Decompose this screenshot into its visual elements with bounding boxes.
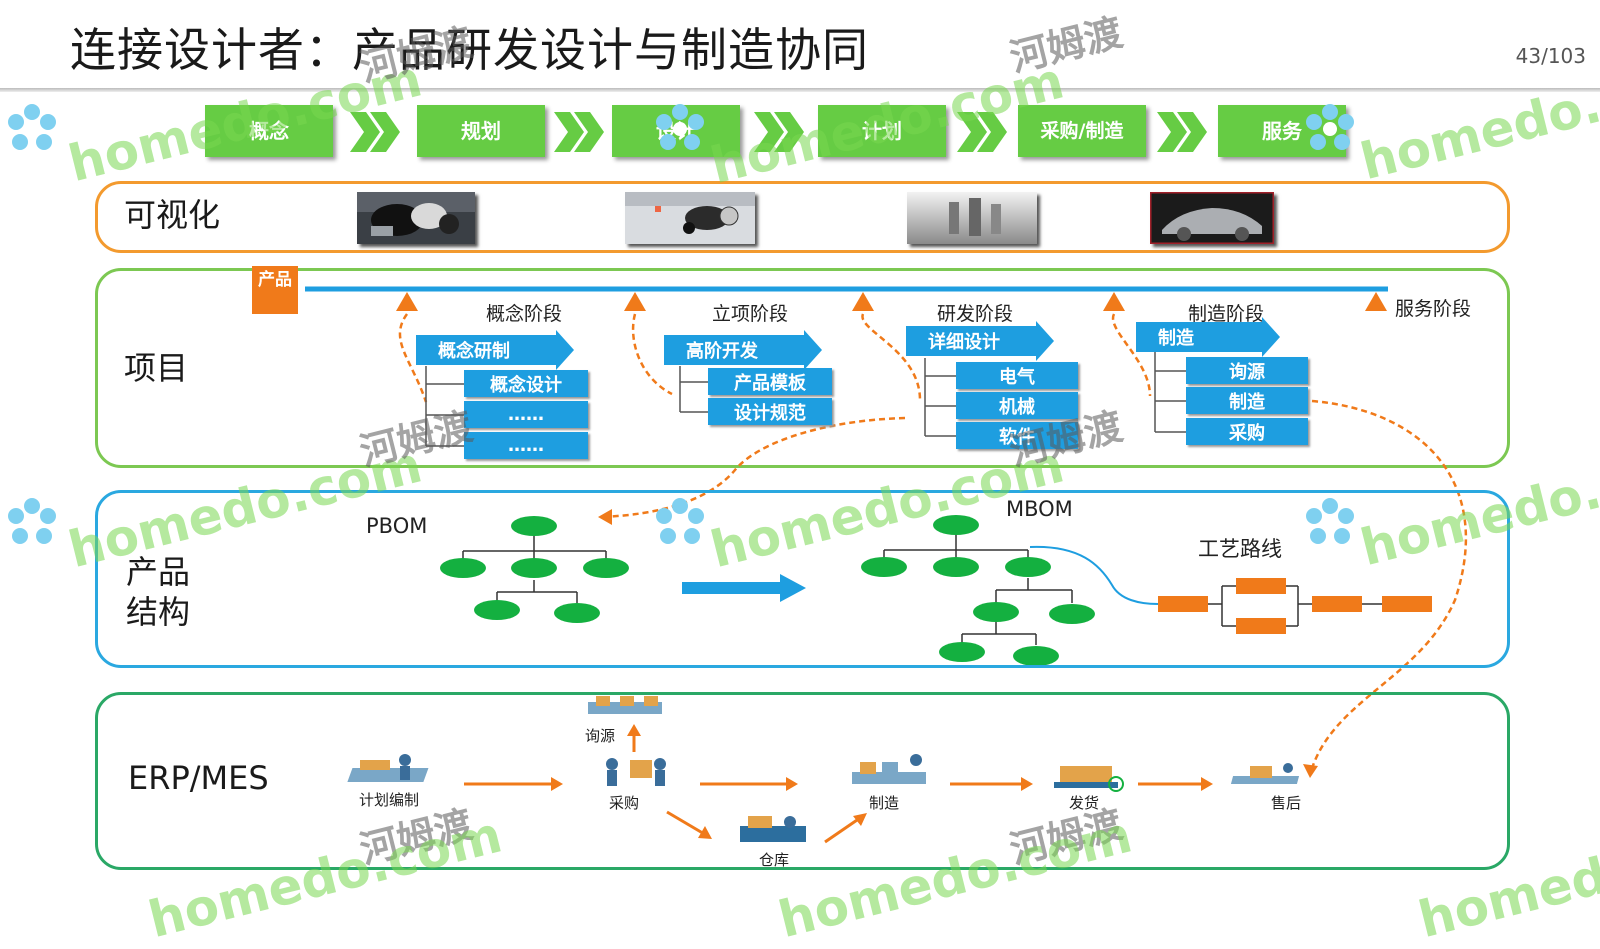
planning-icon: [347, 754, 429, 782]
task-group-head: 高阶开发: [664, 330, 822, 370]
connector-layer: [305, 286, 1467, 844]
shipping-icon: [1054, 766, 1124, 792]
task-item: 软件: [956, 422, 1078, 449]
task-item: 产品模板: [708, 368, 832, 395]
milestone-marker: [1365, 292, 1387, 311]
lane-erp-mes: [95, 692, 1510, 870]
stage-concept: 概念: [205, 105, 333, 157]
double-chevron-icon: [1157, 112, 1207, 152]
lane-project: [95, 268, 1510, 468]
pbom-label: PBOM: [366, 514, 428, 538]
erp-step-warehouse: 仓库: [758, 851, 789, 869]
engine-render-thumbnail: [357, 192, 475, 244]
task-group-head: 制造: [1136, 317, 1280, 357]
pbom-to-mbom-arrow: [682, 574, 806, 602]
erp-step-planning: 计划编制: [358, 791, 419, 809]
milestone-marker: [396, 292, 418, 311]
phase-service: 服务阶段: [1395, 298, 1472, 320]
milestone-marker: [1103, 292, 1125, 311]
purchasing-icon: [606, 758, 666, 786]
flower-logo-icon: [656, 498, 704, 544]
stage-plan: 计划: [818, 105, 946, 157]
erp-step-shipping: 发货: [1068, 794, 1099, 812]
title-divider: [0, 88, 1600, 92]
task-item: ……: [464, 432, 588, 459]
task-item: 询源: [1186, 357, 1308, 384]
flower-logo-icon: [8, 498, 56, 544]
double-chevron-icon: [754, 112, 804, 152]
flower-logo-icon: [8, 104, 56, 150]
structure-render-thumbnail: [907, 192, 1037, 244]
erp-step-after-sales: 售后: [1270, 794, 1301, 812]
lane-label-erp-mes: ERP/MES: [128, 759, 269, 797]
phase-initiation: 立项阶段: [712, 303, 789, 325]
task-item: 机械: [956, 392, 1078, 419]
task-group-head: 概念研制: [416, 330, 574, 370]
double-chevron-icon: [957, 112, 1007, 152]
stage-planning: 规划: [417, 105, 545, 157]
lane-visualization: [95, 181, 1510, 253]
milestone-marker: [624, 292, 646, 311]
phase-development: 研发阶段: [937, 303, 1014, 325]
page-number: 43/103: [1515, 44, 1586, 68]
milestone-marker: [852, 292, 874, 311]
lane-label-project: 项目: [124, 349, 189, 387]
phase-concept: 概念阶段: [486, 303, 563, 325]
product-tag: 产品: [252, 266, 298, 314]
task-item: 概念设计: [464, 370, 588, 397]
phase-manufacturing: 制造阶段: [1188, 303, 1265, 325]
lane-label-product-structure: 产品结构: [126, 553, 191, 631]
erp-step-purchasing: 采购: [608, 794, 639, 812]
lane-label-visualization: 可视化: [124, 196, 221, 234]
car-render-thumbnail: [1150, 192, 1274, 244]
task-item: ……: [464, 401, 588, 428]
double-chevron-icon: [554, 112, 604, 152]
product-tag-label: 产品: [258, 270, 292, 290]
assembly-render-thumbnail: [625, 192, 755, 244]
task-item: 电气: [956, 362, 1078, 389]
stage-procure-manufacture: 采购/制造: [1018, 105, 1146, 157]
flower-logo-icon: [1306, 498, 1354, 544]
routing-label: 工艺路线: [1198, 537, 1282, 561]
mbom-label: MBOM: [1006, 497, 1073, 521]
after-sales-icon: [1230, 763, 1300, 784]
warehouse-icon: [740, 816, 806, 842]
task-group-head: 详细设计: [906, 321, 1054, 361]
flower-logo-icon: [656, 104, 704, 150]
erp-flow-arrows: [464, 732, 1205, 844]
manufacturing-icon: [852, 754, 926, 784]
erp-step-manufacturing: 制造: [868, 794, 899, 812]
task-item: 采购: [1186, 418, 1308, 445]
page-title: 连接设计者：产品研发设计与制造协同: [70, 23, 869, 77]
lane-product-structure: [95, 490, 1510, 668]
task-item: 制造: [1186, 387, 1308, 414]
process-routing: [1029, 545, 1432, 634]
flower-logo-icon: [1306, 104, 1354, 150]
double-chevron-icon: [350, 112, 400, 152]
task-item: 设计规范: [708, 398, 832, 425]
erp-step-sourcing: 询源: [584, 727, 615, 745]
mbom-tree: [861, 515, 1095, 666]
sourcing-icon: [588, 696, 662, 714]
pbom-tree: [440, 516, 629, 623]
